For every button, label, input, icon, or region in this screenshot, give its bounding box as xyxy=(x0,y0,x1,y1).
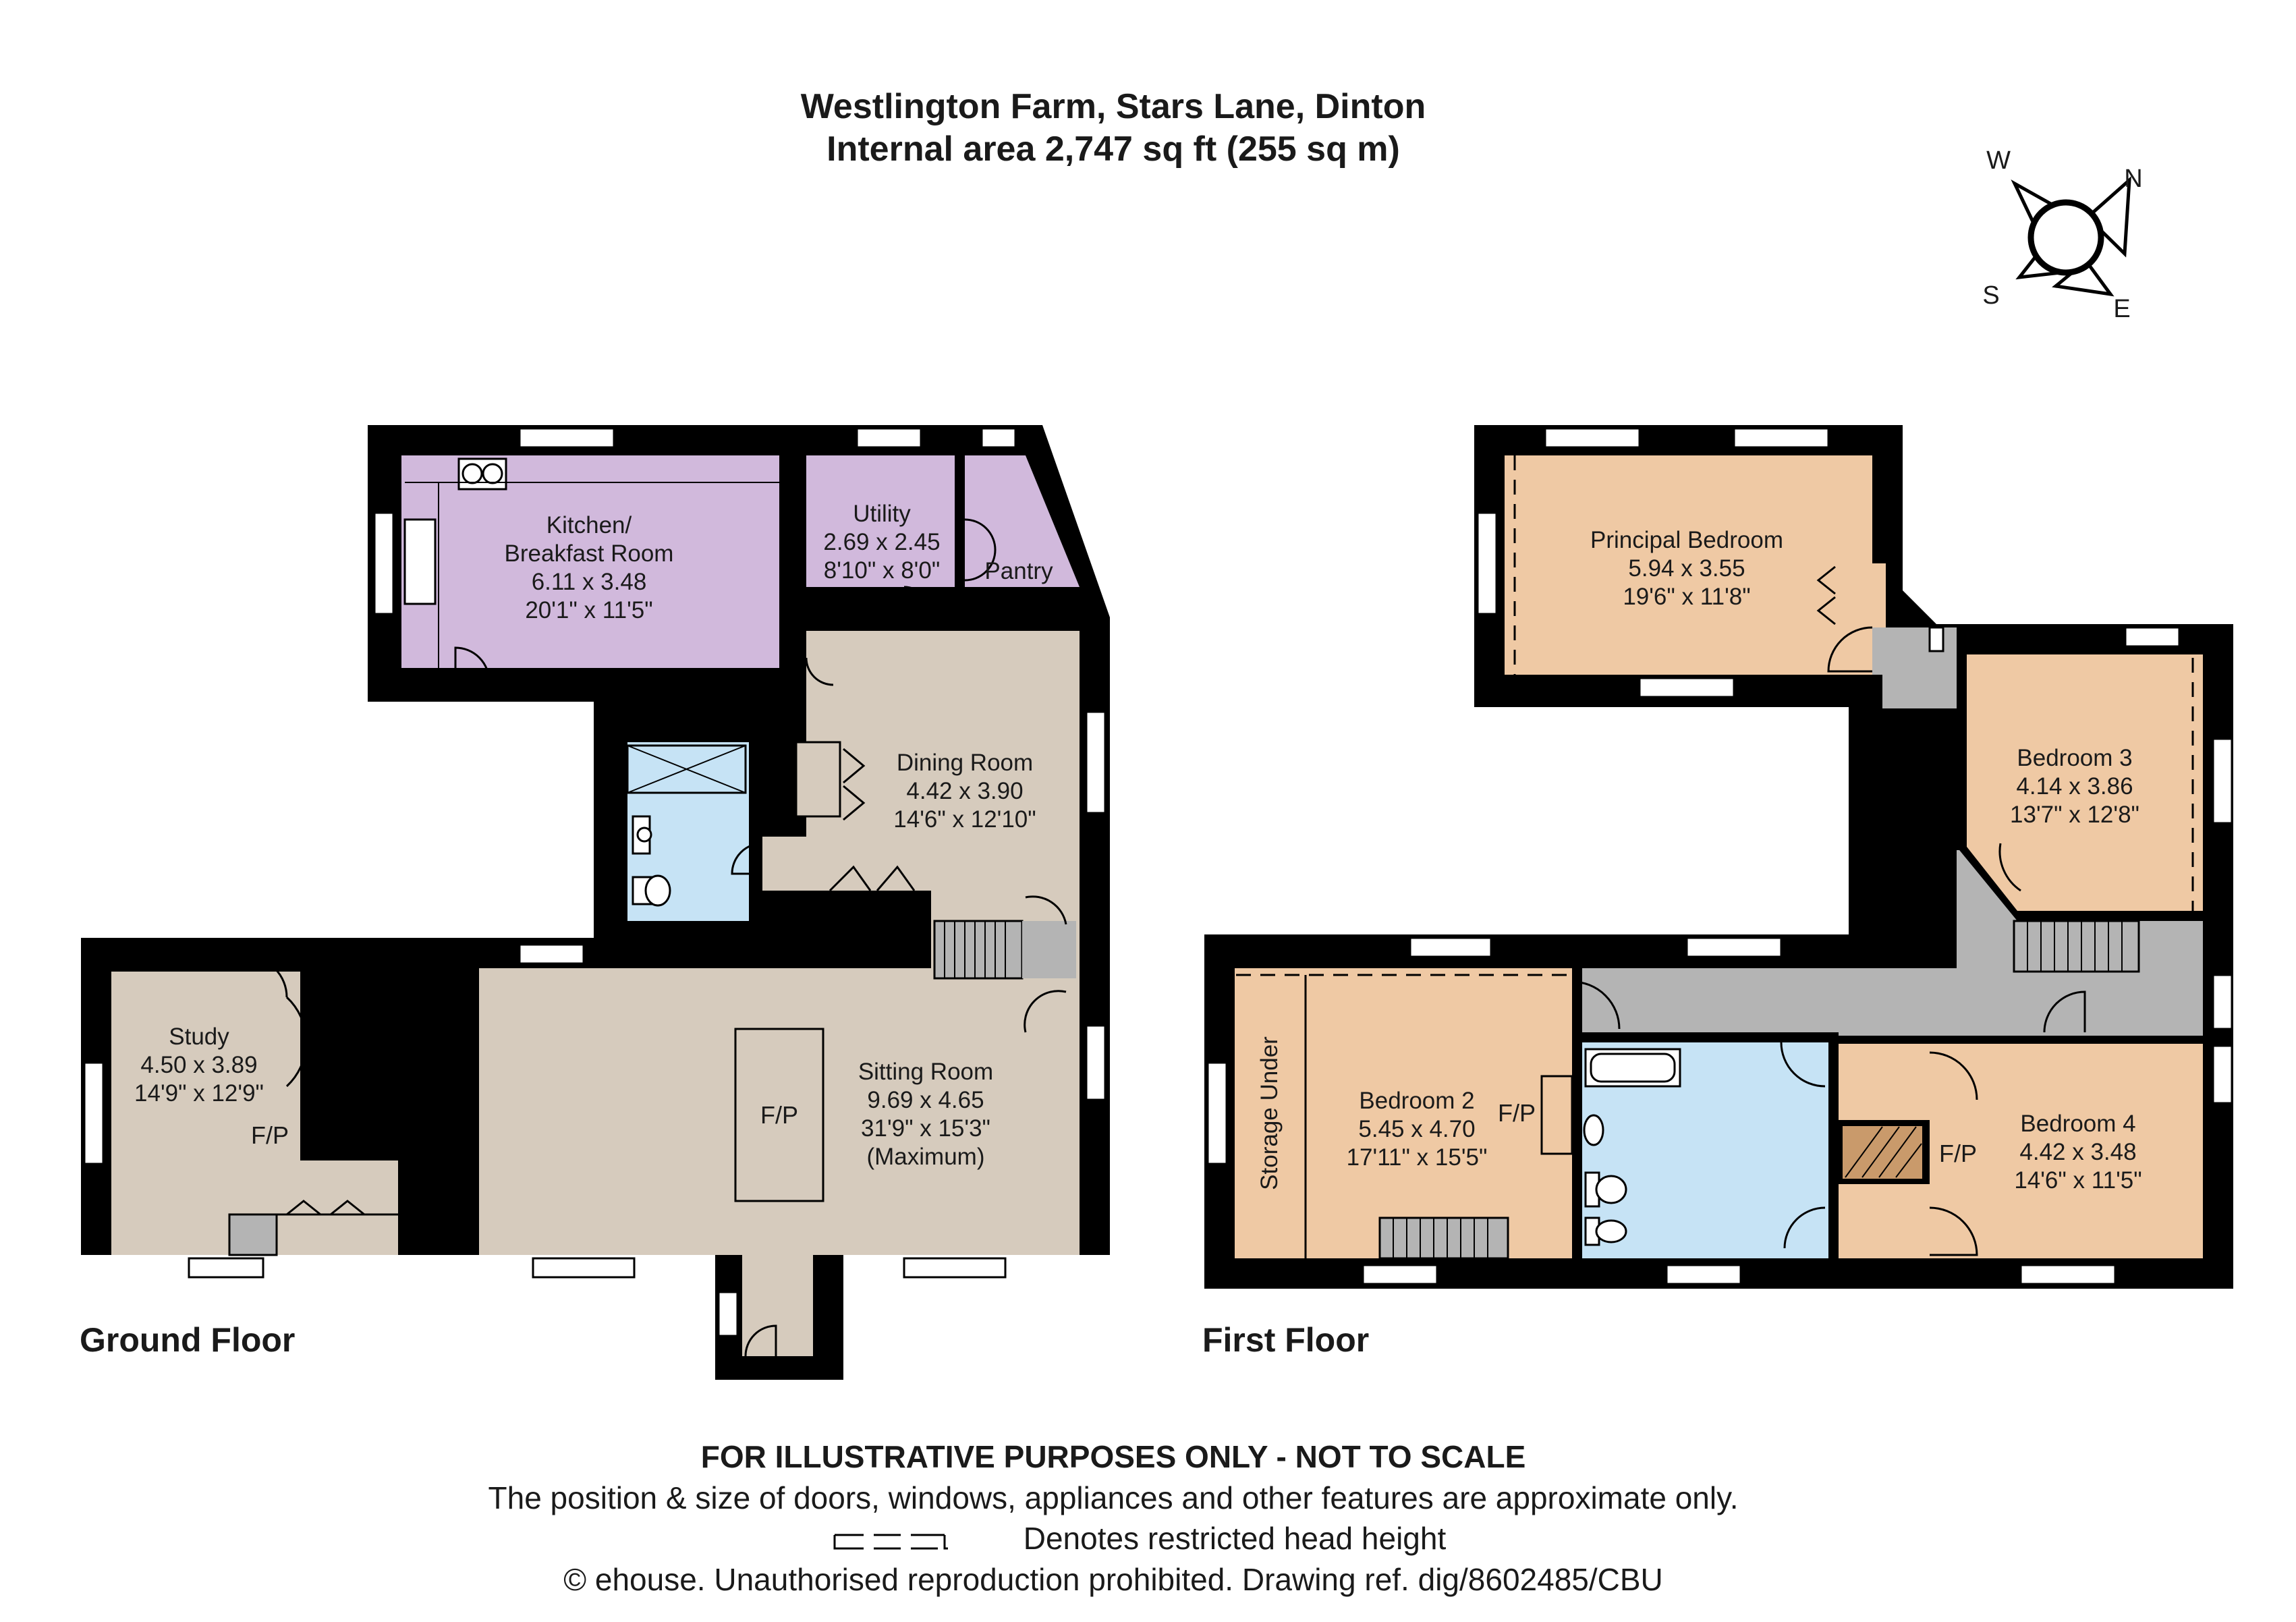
bedroom4-name: Bedroom 4 xyxy=(2020,1111,2135,1137)
sitting-imperial: 31'9" x 15'3" xyxy=(861,1115,990,1142)
compass-w: W xyxy=(1986,146,2011,175)
bedroom2-fireplace xyxy=(1540,1075,1573,1155)
ground-windows xyxy=(83,427,1107,1337)
study-fittings xyxy=(228,1200,398,1256)
pantry-name: Pantry xyxy=(984,558,1053,584)
first-windows xyxy=(1206,427,2233,1285)
ground-stairs xyxy=(933,920,1076,980)
principal-name: Principal Bedroom xyxy=(1590,527,1783,553)
bedroom4-fp-label: F/P xyxy=(1939,1140,1977,1167)
dining-name: Dining Room xyxy=(897,750,1033,776)
study-imperial: 14'9" x 12'9" xyxy=(134,1080,264,1107)
footer-copyright: © ehouse. Unauthorised reproduction proh… xyxy=(563,1562,1663,1597)
bedroom2-name: Bedroom 2 xyxy=(1359,1088,1474,1114)
ground-doors xyxy=(246,518,1067,1357)
utility-name: Utility xyxy=(853,501,911,527)
bedroom4-imperial: 14'6" x 11'5" xyxy=(2014,1167,2141,1194)
study-name: Study xyxy=(169,1024,229,1050)
plan-title: Westlington Farm, Stars Lane, Dinton xyxy=(801,87,1426,126)
dining-room xyxy=(762,631,1080,891)
bedroom3-name: Bedroom 3 xyxy=(2017,745,2132,771)
principal-imperial: 19'6" x 11'8" xyxy=(1623,584,1750,610)
kitchen-name-1: Kitchen/ xyxy=(547,512,632,538)
restricted-height-lines xyxy=(1236,455,2194,976)
kitchen-breakfast-room xyxy=(401,455,779,668)
bedroom2-metric: 5.45 x 4.70 xyxy=(1358,1116,1475,1142)
sitting-fp-label: F/P xyxy=(760,1101,798,1129)
study-fp-label: F/P xyxy=(251,1121,289,1149)
pantry xyxy=(965,455,1080,587)
first-stairs xyxy=(1378,920,2140,1260)
compass-s: S xyxy=(1982,281,1999,310)
first-floor-label: First Floor xyxy=(1202,1321,1369,1359)
bedroom-2 xyxy=(1235,968,1572,1258)
footer-key-text: Denotes restricted head height xyxy=(1024,1521,1447,1556)
utility-room xyxy=(806,455,955,587)
study-metric: 4.50 x 3.89 xyxy=(140,1052,257,1078)
shower-fittings xyxy=(632,815,671,907)
bathroom-fittings xyxy=(1583,1048,1681,1246)
sitting-fireplace xyxy=(734,1028,824,1202)
study-room xyxy=(111,972,418,1255)
restricted-height-key-icon xyxy=(833,1534,948,1550)
sitting-name: Sitting Room xyxy=(858,1059,993,1085)
ground-floor-plan: F/P xyxy=(80,425,1110,1380)
utility-metric: 2.69 x 2.45 xyxy=(823,529,940,555)
kitchen-fittings xyxy=(403,457,779,668)
footer-disclaimer-bold: FOR ILLUSTRATIVE PURPOSES ONLY - NOT TO … xyxy=(701,1439,1526,1474)
bedroom4-metric: 4.42 x 3.48 xyxy=(2019,1139,2136,1165)
ground-floor-label: Ground Floor xyxy=(80,1321,295,1359)
bedroom3-metric: 4.14 x 3.86 xyxy=(2016,773,2133,800)
sitting-note: (Maximum) xyxy=(867,1144,985,1170)
bedroom-3 xyxy=(1967,654,2203,911)
footer-disclaimer: The position & size of doors, windows, a… xyxy=(488,1480,1739,1515)
bedroom2-fp-label: F/P xyxy=(1498,1099,1536,1127)
compass-e: E xyxy=(2113,295,2130,323)
kitchen-name-2: Breakfast Room xyxy=(505,540,674,567)
compass-icon: N E S W xyxy=(1982,146,2142,323)
first-floor-plan: Principal Bedroom 5.94 x 3.55 19'6" x 11… xyxy=(1202,425,2233,1359)
dining-fittings xyxy=(829,748,916,892)
bedroom3-imperial: 13'7" x 12'8" xyxy=(2010,802,2139,828)
plan-area: Internal area 2,747 sq ft (255 sq m) xyxy=(827,130,1400,169)
utility-imperial: 8'10" x 8'0" xyxy=(824,557,941,584)
principal-metric: 5.94 x 3.55 xyxy=(1628,555,1745,582)
sitting-room xyxy=(479,968,1080,1255)
principal-bedroom xyxy=(1505,455,1872,675)
storage-under-label: Storage Under xyxy=(1256,1036,1283,1190)
dining-imperial: 14'6" x 12'10" xyxy=(893,806,1036,833)
compass-n: N xyxy=(2124,165,2142,193)
dining-metric: 4.42 x 3.90 xyxy=(906,778,1023,804)
entrance-porch xyxy=(742,1255,813,1356)
first-doors xyxy=(1571,626,2086,1256)
kitchen-imperial: 20'1" x 11'5" xyxy=(525,597,652,623)
bedroom2-imperial: 17'11" x 15'5" xyxy=(1347,1144,1488,1171)
sitting-metric: 9.69 x 4.65 xyxy=(867,1087,984,1113)
kitchen-metric: 6.11 x 3.48 xyxy=(532,569,647,595)
